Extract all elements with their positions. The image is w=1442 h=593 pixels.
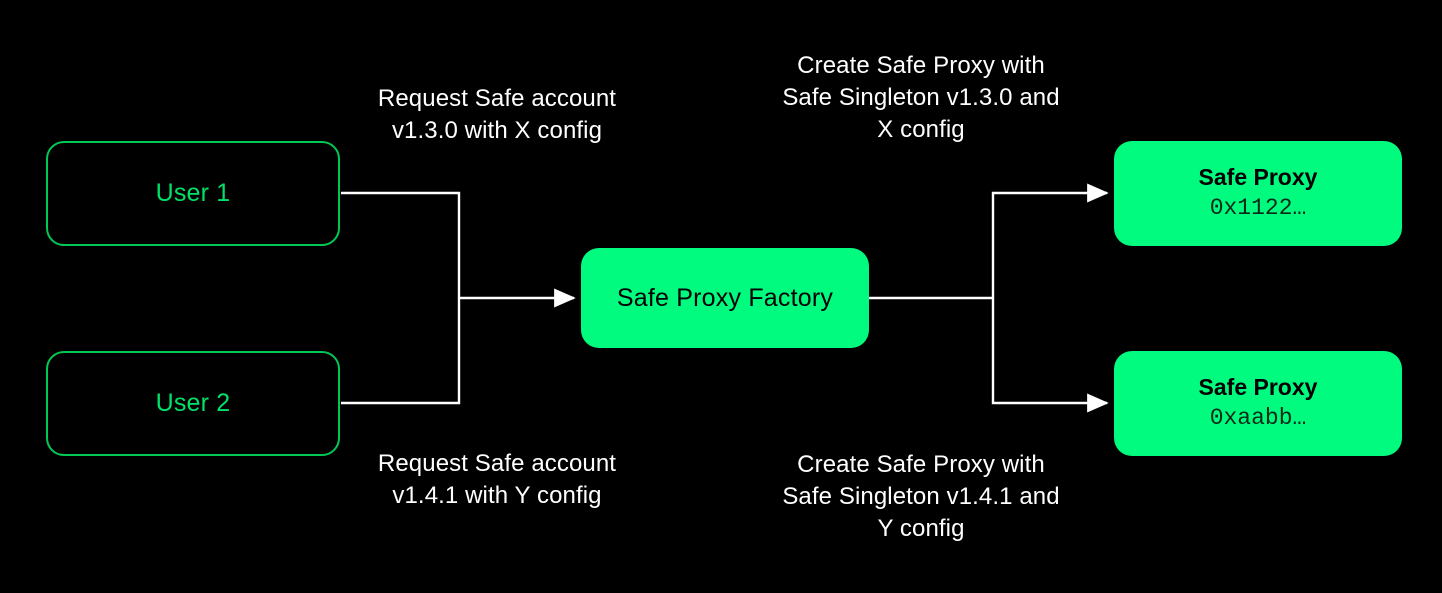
- node-safe-proxy-1[interactable]: Safe Proxy 0x1122…: [1114, 141, 1402, 246]
- node-safe-proxy-2[interactable]: Safe Proxy 0xaabb…: [1114, 351, 1402, 456]
- node-safe-proxy-factory[interactable]: Safe Proxy Factory: [581, 248, 869, 348]
- connector-user2-to-factory: [341, 298, 461, 405]
- node-safe-proxy-1-address: 0x1122…: [1209, 194, 1307, 221]
- node-safe-proxy-factory-label: Safe Proxy Factory: [616, 283, 834, 312]
- node-safe-proxy-2-title: Safe Proxy: [1198, 374, 1318, 401]
- node-safe-proxy-1-title: Safe Proxy: [1198, 164, 1318, 191]
- node-user-1-label: User 1: [155, 179, 231, 207]
- node-user-2-label: User 2: [155, 389, 231, 417]
- node-user-2[interactable]: User 2: [46, 351, 340, 456]
- connector-user1-to-factory: [341, 191, 461, 298]
- edge-label-request-bottom: Request Safe account v1.4.1 with Y confi…: [377, 450, 617, 509]
- connector-factory-to-proxy1: [991, 183, 1109, 298]
- node-user-1[interactable]: User 1: [46, 141, 340, 246]
- edge-label-create-bottom: Create Safe Proxy with Safe Singleton v1…: [782, 451, 1060, 542]
- connector-factory-to-proxy2: [991, 298, 1109, 413]
- edge-label-request-top: Request Safe account v1.3.0 with X confi…: [377, 85, 617, 144]
- edge-label-create-top: Create Safe Proxy with Safe Singleton v1…: [782, 52, 1060, 143]
- node-safe-proxy-2-address: 0xaabb…: [1209, 404, 1307, 431]
